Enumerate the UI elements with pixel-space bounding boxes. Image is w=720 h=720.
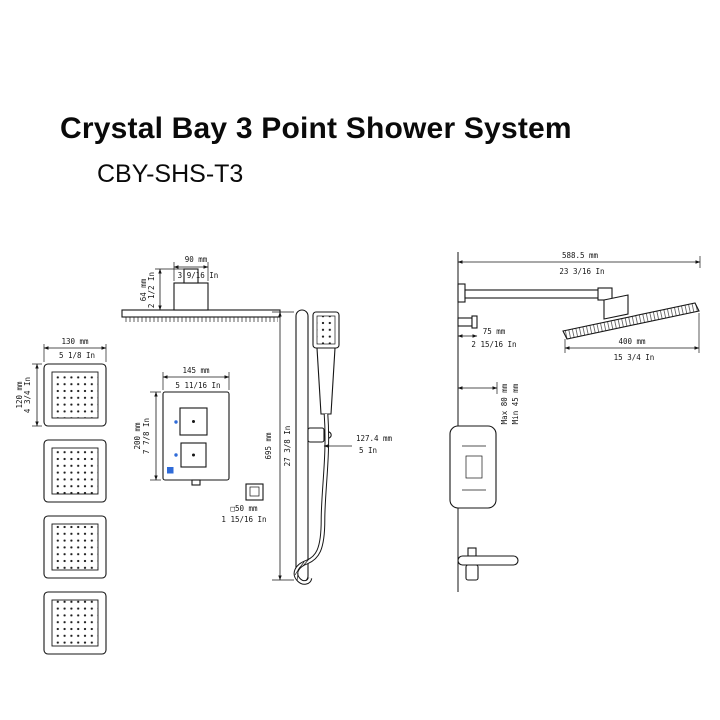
- valve-width-mm: 145 mm: [182, 366, 210, 375]
- jet-width-mm: 130 mm: [61, 337, 89, 346]
- depth-min-label: Min 45 mm: [511, 383, 520, 424]
- valve-accent-square: [167, 467, 174, 474]
- trim-plate-inner: [249, 486, 260, 497]
- hand-shower-face: [316, 315, 336, 345]
- valve-outlet-stub: [191, 479, 201, 486]
- outlet-dim-in: 2 15/16 In: [471, 340, 516, 349]
- wall-span-mm: 588.5 mm: [562, 251, 599, 260]
- page-title: Crystal Bay 3 Point Shower System: [60, 112, 572, 145]
- ceiling-width-mm: 90 mm: [185, 255, 208, 264]
- shower-arm-flange: [457, 283, 466, 303]
- ceiling-height-in: 2 1/2 In: [147, 272, 156, 308]
- valve-width-in: 5 11/16 In: [175, 381, 220, 390]
- body-jet: [43, 515, 107, 579]
- ceiling-width-in: 3 9/16 In: [178, 271, 219, 280]
- trim-size-mm: □50 mm: [230, 504, 258, 513]
- jet-height-in: 4 3/4 In: [23, 377, 32, 413]
- wall-span-in: 23 3/16 In: [559, 267, 604, 276]
- outlet-dim-mm: 75 mm: [483, 327, 506, 336]
- slidebar-offset-in: 5 In: [359, 446, 377, 455]
- slide-bar: [295, 309, 309, 583]
- shower-head-connector: [603, 294, 629, 320]
- hand-shower-handle: [316, 347, 336, 415]
- wall-shower-diagram: 588.5 mm 23 3/16 In 400 mm 15 3/4 In 75 …: [449, 251, 701, 592]
- shower-outlet-stub: [457, 317, 473, 327]
- trim-plate: [245, 483, 264, 501]
- slidebar-length-mm: 695 mm: [264, 432, 273, 460]
- body-jet: [43, 439, 107, 503]
- holder-stub: [467, 547, 477, 557]
- valve-height-mm: 200 mm: [133, 422, 142, 450]
- trim-size-in: 1 15/16 In: [221, 515, 266, 524]
- ceiling-head-nozzles: [124, 317, 278, 322]
- ceiling-shower-diagram: 90 mm 3 9/16 In 64 mm 2 1/2 In: [121, 255, 281, 322]
- jet-height-mm: 120 mm: [15, 381, 24, 409]
- hand-shower-holder-bar: [457, 555, 519, 566]
- ceiling-height-mm: 64 mm: [139, 278, 148, 301]
- valve-accent-dot: [174, 420, 178, 424]
- holder-knob: [465, 564, 479, 581]
- slidebar-offset-mm: 127.4 mm: [356, 434, 393, 443]
- head-width-mm: 400 mm: [618, 337, 646, 346]
- model-number: CBY-SHS-T3: [97, 160, 244, 188]
- body-jet: [43, 591, 107, 655]
- body-jet: [43, 363, 107, 427]
- depth-max-label: Max 80 mm: [500, 383, 509, 424]
- valve-cartridge: [465, 455, 483, 479]
- rain-shower-head: [562, 302, 700, 340]
- head-width-in: 15 3/4 In: [614, 353, 655, 362]
- body-jets-diagram: 130 mm 5 1/8 In 120 mm 4 3/4 In: [15, 337, 107, 655]
- ceiling-head-stub: [183, 268, 199, 284]
- ceiling-head-plate: [121, 309, 281, 318]
- slider-bracket: [307, 427, 325, 443]
- jet-width-in: 5 1/8 In: [59, 351, 95, 360]
- valve-height-in: 7 7/8 In: [142, 418, 151, 454]
- valve-diagram: 145 mm 5 11/16 In 200 mm 7 7/8 In: [133, 366, 230, 486]
- shower-arm-elbow: [597, 287, 613, 301]
- trim-plate-diagram: □50 mm 1 15/16 In: [221, 483, 267, 524]
- shower-outlet-cap: [471, 315, 478, 329]
- valve-control-bottom: [180, 442, 207, 468]
- rough-in-valve: [449, 425, 497, 509]
- slide-bar-diagram: 695 mm 27 3/8 In 127.4 mm 5 In: [264, 309, 393, 585]
- slidebar-length-in: 27 3/8 In: [283, 426, 292, 467]
- ceiling-head-mount: [173, 282, 209, 311]
- valve-accent-dot: [174, 453, 178, 457]
- shower-arm: [464, 289, 604, 299]
